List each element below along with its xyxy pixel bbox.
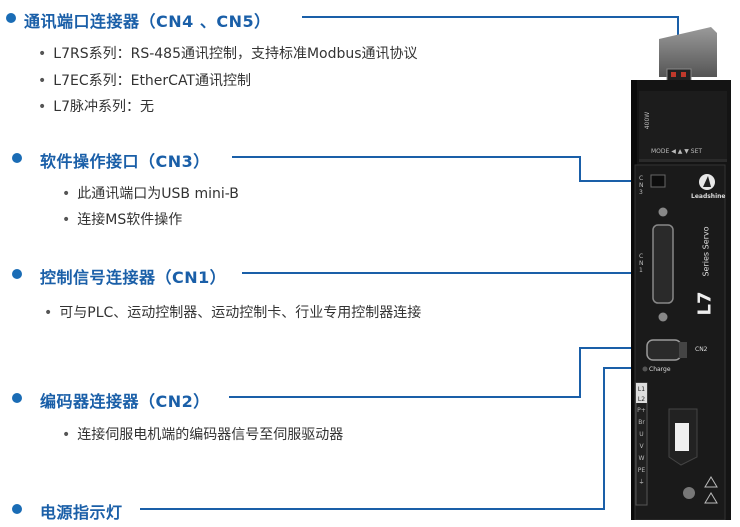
terminal-label: W <box>638 455 645 462</box>
heading-cn1: 控制信号连接器（CN1） <box>40 268 227 287</box>
servo-drive-body <box>631 27 731 521</box>
cn3-label: CN3 <box>639 175 644 196</box>
brand-logo-text: Leadshine <box>691 193 726 200</box>
series-sub-label: Series Servo <box>701 226 711 277</box>
list-item: L7EC系列：EtherCAT通讯控制 <box>38 70 251 90</box>
list-item: 此通讯端口为USB mini-B <box>62 183 239 203</box>
leader-line-cn3 <box>232 156 660 182</box>
ground-icon: ⏚ <box>638 479 645 486</box>
terminal-labels: L1 L2 P+ Br U V W PE ⏚ <box>636 385 647 489</box>
list-item: 可与PLC、运动控制器、运动控制卡、行业专用控制器连接 <box>44 302 421 322</box>
leader-line-power <box>140 367 638 510</box>
section-marker <box>6 13 16 23</box>
list-item: L7RS系列：RS-485通讯控制，支持标准Modbus通讯协议 <box>38 43 417 63</box>
terminal-label: V <box>639 443 644 450</box>
terminal-label: P+ <box>637 407 646 414</box>
section-marker <box>12 269 22 279</box>
leader-line-cn2 <box>229 347 660 398</box>
terminal-label: L1 <box>637 386 646 393</box>
power-rating-label: 400W <box>644 111 652 130</box>
heading-cn3: 软件操作接口（CN3） <box>40 152 210 171</box>
terminal-label: PE <box>637 467 646 474</box>
heading-power-indicator: 电源指示灯 <box>40 503 123 522</box>
list-item: L7脉冲系列：无 <box>38 96 154 116</box>
heading-cn2: 编码器连接器（CN2） <box>40 392 210 411</box>
charge-label: Charge <box>649 366 671 373</box>
series-label: L7 <box>694 291 716 316</box>
terminal-label: Br <box>638 419 645 426</box>
list-item: 连接MS软件操作 <box>62 209 182 229</box>
keypad-labels: MODE ◀ ▲ ▼ SET <box>651 148 703 155</box>
list-item: 连接伺服电机端的编码器信号至伺服驱动器 <box>62 424 343 444</box>
section-marker <box>12 504 22 514</box>
terminal-label: L2 <box>637 396 646 403</box>
cn1-label: CN1 <box>639 253 644 274</box>
servo-drive: 400W MODE ◀ ▲ ▼ SET CN3 Leadshine CN1 L7… <box>631 25 731 521</box>
cn2-label: CN2 <box>695 346 708 353</box>
heading-cn4-cn5: 通讯端口连接器（CN4 、CN5） <box>24 12 271 31</box>
section-marker <box>12 153 22 163</box>
section-marker <box>12 393 22 403</box>
terminal-label: U <box>639 431 644 438</box>
